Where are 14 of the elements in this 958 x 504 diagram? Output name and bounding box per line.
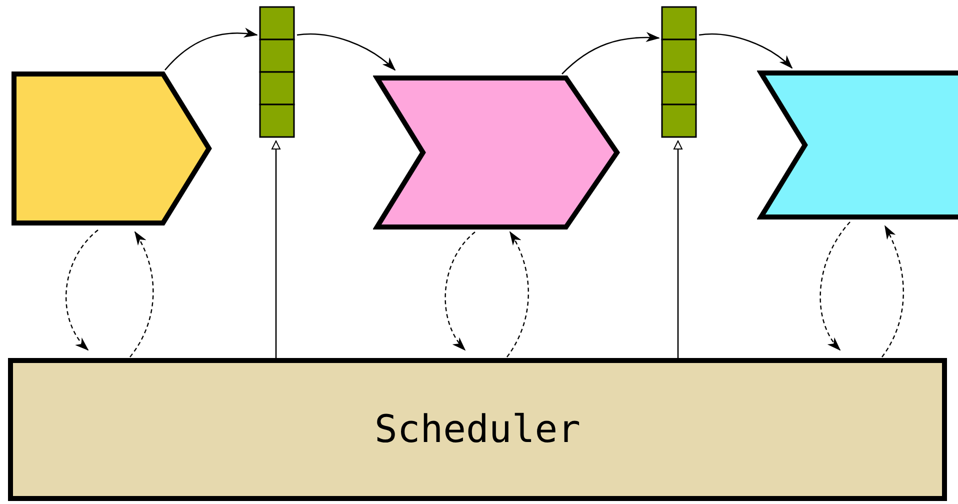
arrow: [272, 140, 280, 358]
arrow: [674, 140, 682, 358]
scheduler-box: [8, 358, 947, 501]
arrow: [130, 231, 154, 358]
arrow: [444, 232, 476, 351]
arrow: [820, 222, 850, 351]
scheduler-label: Scheduler: [374, 406, 580, 453]
arrow: [66, 230, 98, 351]
arrow: [562, 32, 660, 74]
arrow: [506, 231, 529, 358]
arrow: [296, 33, 396, 71]
arrow: [698, 33, 793, 69]
arrow: [164, 28, 258, 70]
arrow: [882, 225, 904, 358]
